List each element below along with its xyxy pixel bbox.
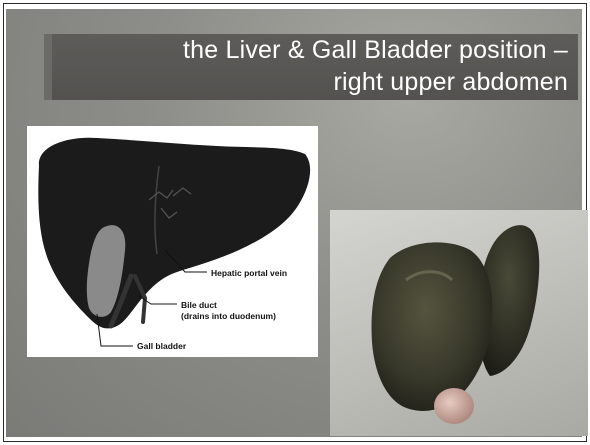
liver-shape: [38, 138, 310, 329]
slide-title-line-1: the Liver & Gall Bladder position –: [183, 36, 568, 65]
label-bile-duct-note: (drains into duodenum): [181, 311, 276, 321]
title-band: the Liver & Gall Bladder position – righ…: [44, 34, 578, 100]
liver-photo-illustration: [330, 210, 588, 436]
label-portal-vein: Hepatic portal vein: [211, 268, 287, 278]
liver-photo: [330, 210, 588, 436]
slide-title-line-2: right upper abdomen: [333, 68, 568, 97]
liver-diagram: Hepatic portal vein Bile duct (drains in…: [27, 126, 318, 357]
label-bile-duct: Bile duct: [181, 300, 217, 310]
photo-main-lobe: [372, 242, 493, 411]
title-accent: [44, 34, 52, 100]
liver-diagram-illustration: [27, 126, 318, 357]
label-gall-bladder: Gall bladder: [137, 341, 186, 351]
photo-gall-bladder: [434, 388, 474, 424]
